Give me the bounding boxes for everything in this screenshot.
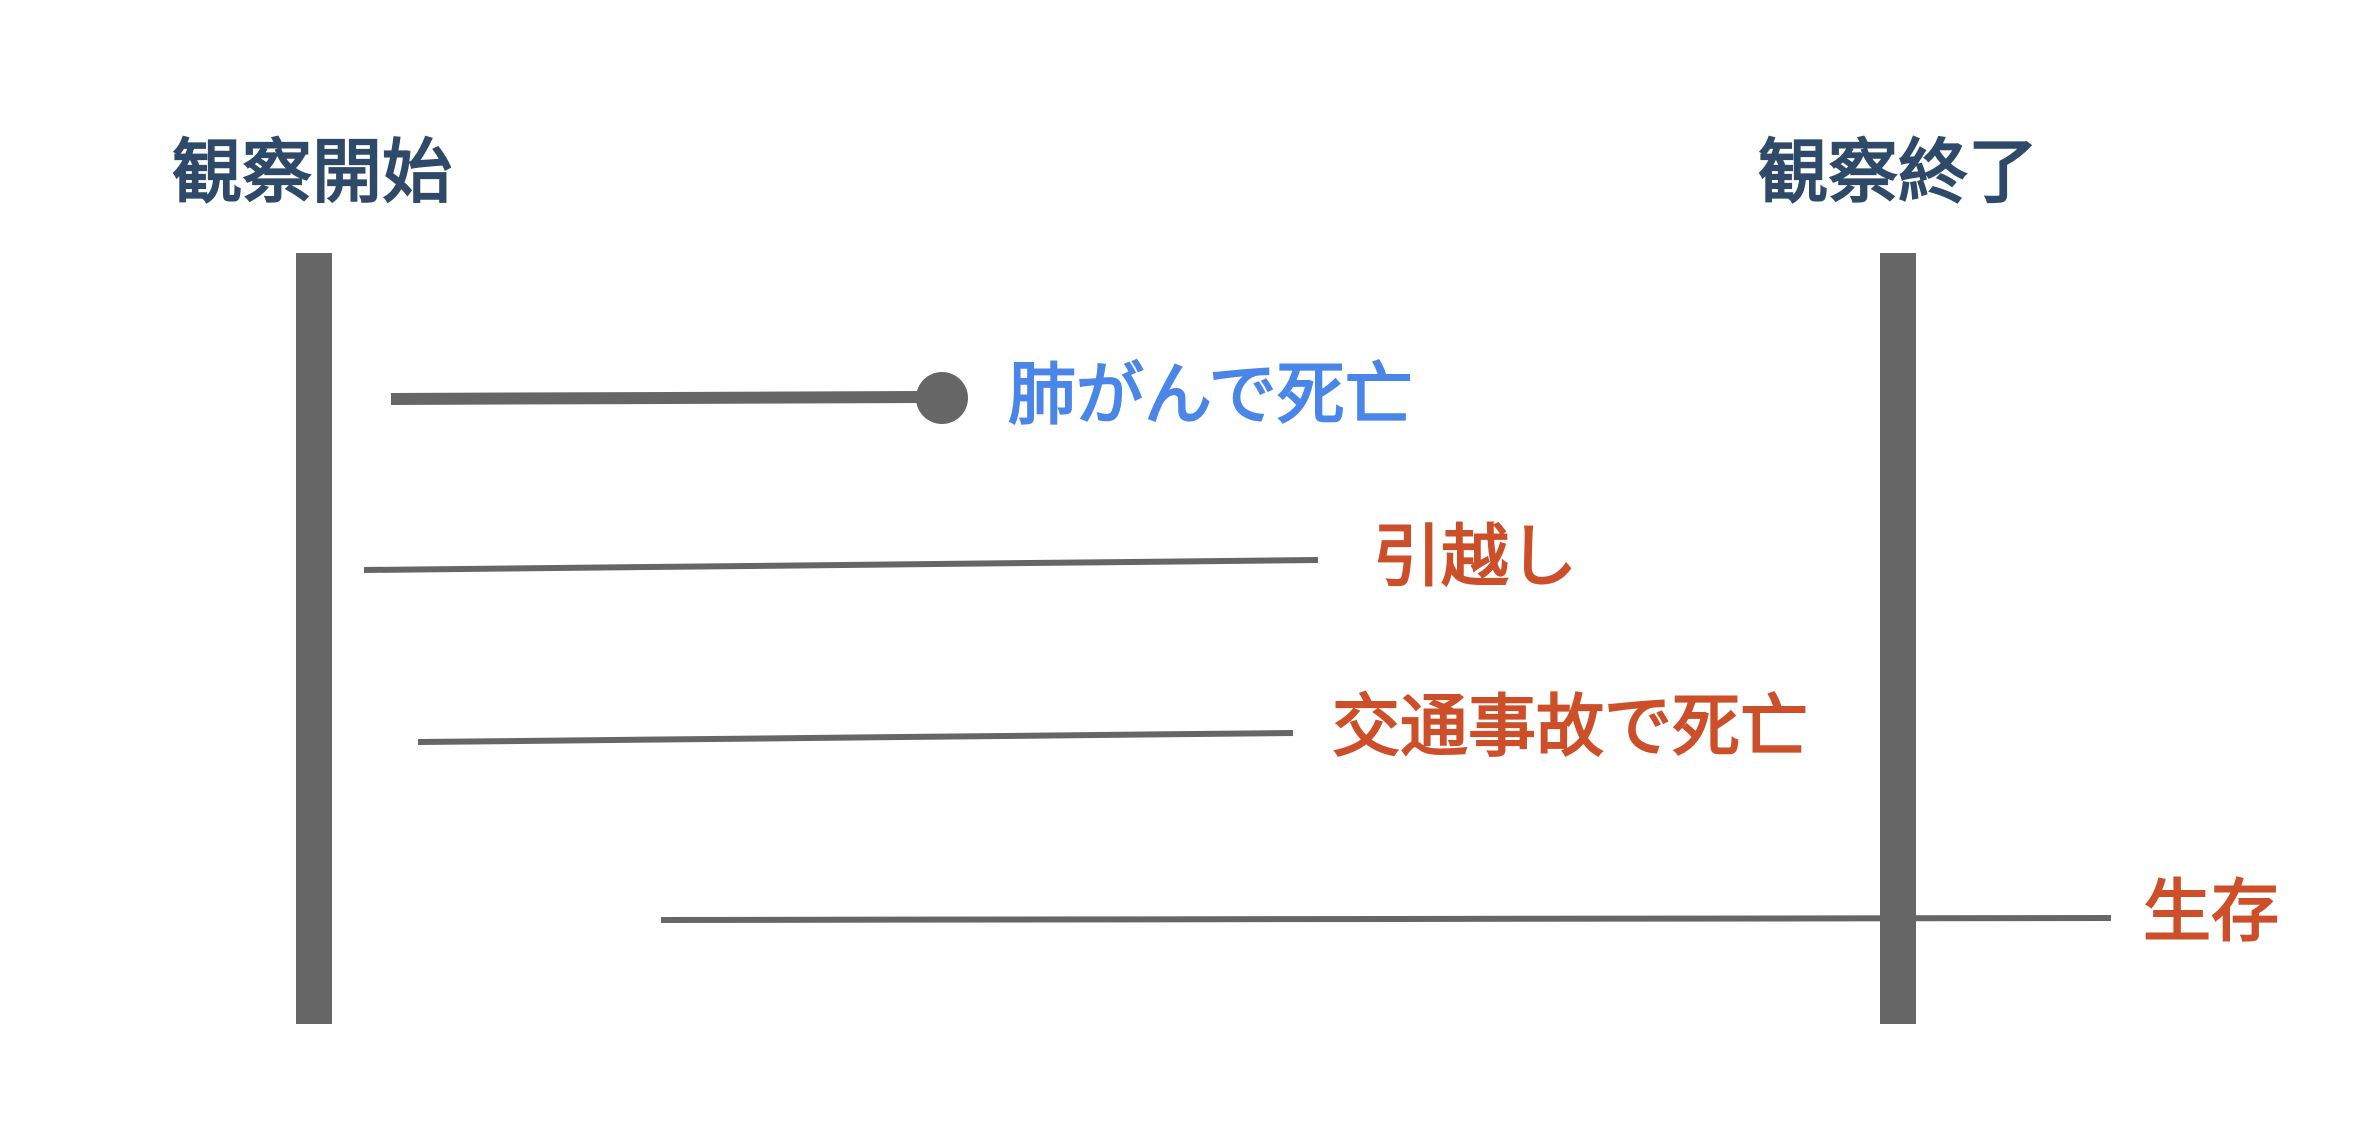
subject-label-survived: 生存 (2143, 873, 2280, 952)
subject-line-moved (363, 557, 1319, 573)
event-marker-icon (916, 372, 968, 424)
subject-label-moved: 引越し (1373, 518, 1578, 597)
subject-line-survived (660, 915, 2112, 923)
observation-start-bar (296, 253, 332, 1024)
observation-start-heading: 観察開始 (172, 131, 452, 213)
subject-line-lung-cancer (390, 391, 921, 405)
subject-label-traffic-accident: 交通事故で死亡 (1332, 688, 1809, 767)
observation-end-bar (1880, 253, 1916, 1024)
subject-line-traffic-accident (417, 730, 1294, 745)
subject-label-lung-cancer: 肺がんで死亡 (1008, 356, 1413, 435)
observation-end-heading: 観察終了 (1758, 131, 2038, 213)
